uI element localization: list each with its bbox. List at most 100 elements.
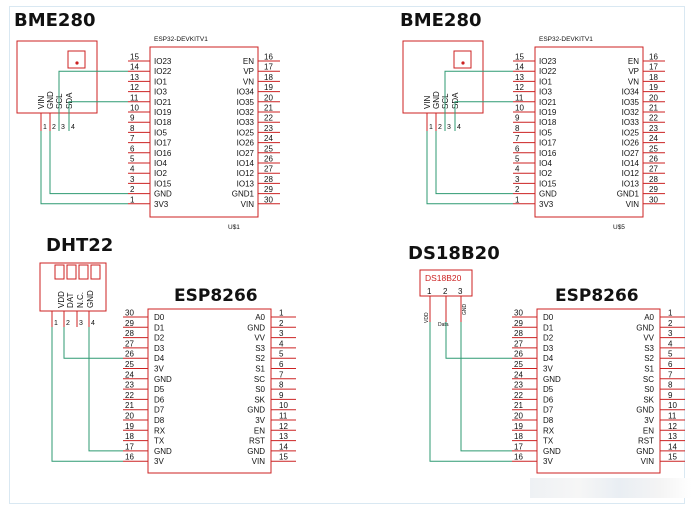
ds-left-pin-number: 24 [514, 370, 523, 379]
bme-right-left-pin-number: 15 [515, 53, 524, 62]
dht-right-pin-label: SK [254, 395, 265, 404]
bme-right-right-pin-number: 26 [649, 155, 658, 164]
bme-left-right-pin-label: IO34 [237, 88, 255, 97]
bme-right-left-pin-label: 3V3 [539, 200, 554, 209]
ds-left-pin-label: GND [543, 447, 561, 456]
bme-left-left-pin-number: 1 [130, 195, 135, 204]
bme-left-left-pin-number: 5 [130, 155, 135, 164]
bme-left-left-pin-label: IO16 [154, 149, 172, 158]
bme-left-right-pin-label: IO27 [237, 149, 255, 158]
dht-sensor-pin-label: DAT [66, 292, 75, 308]
bme-left-right-pin-label: VIN [241, 200, 255, 209]
ds-right-pin-label: SC [643, 375, 654, 384]
ds-left-pin-number: 28 [514, 329, 523, 338]
dht-right-pin-number: 11 [279, 412, 288, 421]
bme-left-right-pin-number: 21 [264, 104, 273, 113]
bme-right-right-pin-label: IO34 [622, 88, 640, 97]
bme-right-right-pin-label: IO32 [622, 108, 640, 117]
ds-pin-label-vdd: VDD [424, 312, 430, 323]
bme-left-right-pin-number: 24 [264, 134, 273, 143]
bme-right-sensor-dot [461, 61, 465, 65]
ds-chip-pin-number: 1 [427, 287, 432, 296]
ds-right-pin-label: SK [643, 395, 654, 404]
bme-right-left-pin-number: 12 [515, 83, 524, 92]
bme-left-right-pin-number: 28 [264, 175, 273, 184]
bme-right-left-pin-label: IO2 [539, 169, 552, 178]
ds-wire-gnd [460, 322, 512, 452]
ds-left-pin-number: 30 [514, 309, 523, 318]
ds-right-pin-number: 5 [668, 350, 673, 359]
dht-sensor-pin-number: 2 [66, 320, 70, 327]
bme-right-sensor-pin-label: GND [432, 91, 441, 109]
ds-chip-label: DS18B20 [425, 273, 462, 283]
bme-right-right-pin-number: 18 [649, 73, 658, 82]
ds-right-pin-number: 8 [668, 381, 673, 390]
ds-left-pin-label: 3V [543, 457, 553, 466]
bme-right-right-pin-number: 25 [649, 144, 658, 153]
dht-left-pin-number: 26 [125, 350, 134, 359]
bme-right-right-pin-number: 22 [649, 114, 658, 123]
bme-right-left-pin-label: IO15 [539, 179, 557, 188]
bme-right-left-pin-label: IO19 [539, 108, 557, 117]
dht-right-pin-number: 9 [279, 391, 284, 400]
bme-right-right-pin-label: IO27 [622, 149, 640, 158]
bme-left-wire-vin [40, 131, 128, 205]
bme-left-right-pin-label: VP [243, 67, 254, 76]
ds-right-pin-label: GND [636, 406, 654, 415]
ds-pin-label-data: Data [438, 322, 449, 328]
dht-sensor-slot [90, 264, 101, 280]
dht-left-pin-number: 18 [125, 432, 134, 441]
bme-right-right-pin-label: IO12 [622, 169, 640, 178]
bme-right-left-pin-number: 13 [515, 73, 524, 82]
bme-left-sensor-pin-number: 1 [43, 124, 47, 131]
bme-right-left-pin-number: 4 [515, 165, 520, 174]
dht-right-pin-number: 8 [279, 381, 284, 390]
bme-right-right-pin-label: IO13 [622, 179, 640, 188]
bme-right-sensor-pin-number: 1 [429, 124, 433, 131]
bme-right-left-pin-label: IO4 [539, 159, 552, 168]
bme-left-right-pin-number: 18 [264, 73, 273, 82]
bme-left-wire-sda [68, 101, 128, 131]
ds-right-pin-number: 7 [668, 370, 673, 379]
bme-right-right-pin-number: 20 [649, 93, 658, 102]
dht-sensor-pin-number: 3 [79, 320, 83, 327]
bme-left-sensor-pin-number: 3 [61, 124, 65, 131]
bme-left-left-pin-number: 14 [130, 63, 139, 72]
bme-right-right-pin-label: EN [628, 57, 639, 66]
bme-right-left-pin-label: GND [539, 190, 557, 199]
bme-left-sensor-pin-label: GND [46, 91, 55, 109]
bme-left-left-pin-label: IO1 [154, 77, 167, 86]
bme-left-wire-scl [58, 70, 128, 131]
dht-right-pin-label: GND [247, 323, 265, 332]
ds-left-pin-label: GND [543, 375, 561, 384]
diagram-frame [9, 6, 685, 504]
dht-sensor-pin-number: 1 [54, 320, 58, 327]
bme-right-left-pin-number: 11 [515, 93, 524, 102]
bme-left-left-pin-label: IO3 [154, 88, 167, 97]
bme-left-left-pin-label: IO4 [154, 159, 167, 168]
dht-left-pin-label: D3 [154, 344, 165, 353]
ds-left-pin-label: D4 [543, 354, 554, 363]
dht-right-pin-number: 14 [279, 442, 288, 451]
bme-left-sensor-outline [16, 40, 98, 114]
dht-sensor-slot [78, 264, 89, 280]
dht-right-pin-label: VV [254, 334, 265, 343]
ds-left-pin-label: D6 [543, 395, 554, 404]
bme-left-right-pin-number: 23 [264, 124, 273, 133]
bme-left-left-pin-number: 9 [130, 114, 135, 123]
ds-left-pin-label: TX [543, 437, 554, 446]
bme-right-sensor-pin-label: VIN [423, 95, 432, 109]
bme-left-right-pin-label: IO12 [237, 169, 255, 178]
ds-left-pin-number: 17 [514, 442, 523, 451]
dht-sensor-pin-number: 4 [91, 320, 95, 327]
dht-left-pin-number: 29 [125, 319, 134, 328]
bme280-left-title: BME280 [14, 10, 96, 31]
dht-left-pin-number: 27 [125, 339, 134, 348]
ds-right-pin-label: VV [643, 334, 654, 343]
dht-left-pin-number: 30 [125, 309, 134, 318]
dht-right-pin-label: EN [254, 426, 265, 435]
ds-right-pin-label: GND [636, 323, 654, 332]
bme-left-left-pin-number: 8 [130, 124, 135, 133]
bme-left-right-pin-label: IO13 [237, 179, 255, 188]
bme-left-left-pin-number: 2 [130, 185, 135, 194]
